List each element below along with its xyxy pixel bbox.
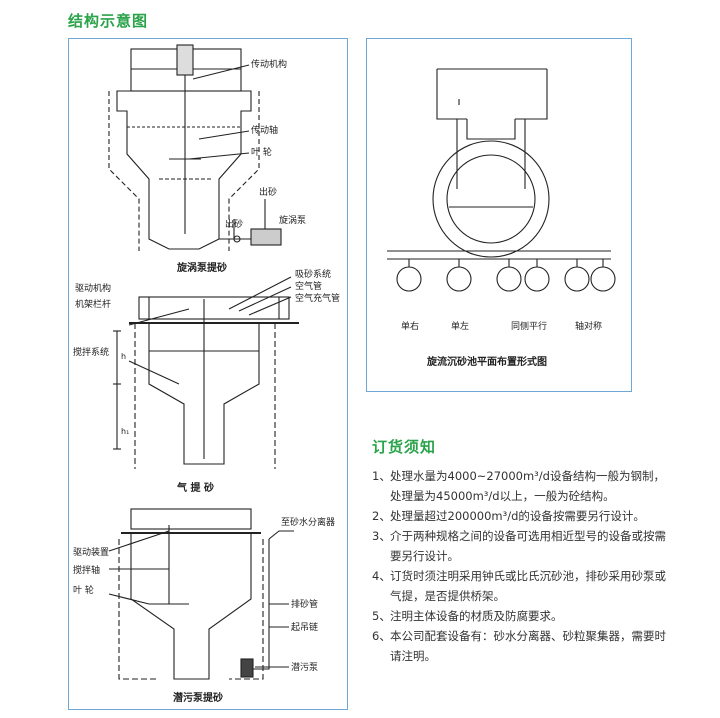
sub-pump-label: 潜污泵 xyxy=(291,661,318,673)
air-pipe-label: 空气管 xyxy=(295,280,322,292)
sub-caption: 潜污泵提砂 xyxy=(173,691,223,704)
air-railing-label: 机架栏杆 xyxy=(75,298,111,310)
ordering-note: 1、处理水量为4000~27000m³/d设备结构一般为钢制，处理量为45000… xyxy=(372,469,665,503)
vortex-caption: 旋涡泵提砂 xyxy=(176,261,227,274)
sub-separator-label: 至砂水分离器 xyxy=(281,516,335,528)
vortex-sand-out-top-label: 出砂 xyxy=(259,186,277,198)
vortex-pump-diagram xyxy=(108,44,282,251)
layout-single-right: 单右 xyxy=(401,320,419,332)
ordering-note: 5、注明主体设备的材质及防腐要求。 xyxy=(372,609,563,623)
air-charge-label: 空气充气管 xyxy=(295,292,340,304)
structure-diagrams: 传动机构 传动轴 叶 轮 出砂 出砂 旋涡泵 旋涡泵提砂 驱动机构 机架栏杆 吸… xyxy=(73,44,340,704)
layout-single-left: 单左 xyxy=(451,320,469,332)
layout-parallel: 同侧平行 xyxy=(511,320,547,332)
ordering-note: 2、处理量超过200000m³/d的设备按需要另行设计。 xyxy=(372,509,645,523)
vortex-shaft-label: 传动轴 xyxy=(251,124,278,136)
section-title: 结构示意图 xyxy=(68,12,149,30)
air-h-label: h xyxy=(121,352,126,361)
sub-stir-shaft-label: 搅拌轴 xyxy=(73,564,100,576)
ordering-note: 3、介于两种规格之间的设备可选用相近型号的设备或按需要另行设计。 xyxy=(372,529,666,563)
vortex-drive-label: 传动机构 xyxy=(251,58,287,70)
vortex-sand-out-label: 出砂 xyxy=(225,218,243,230)
vortex-impeller-label: 叶 轮 xyxy=(251,146,272,158)
layout-symmetric: 轴对称 xyxy=(575,320,602,332)
sub-impeller-label: 叶 轮 xyxy=(73,584,94,596)
layout-variants xyxy=(387,250,616,292)
ordering-note: 4、订货时须注明采用钟氏或比氏沉砂池，排砂采用砂泵或气提，是否提供桥架。 xyxy=(372,569,666,603)
air-drive-label: 驱动机构 xyxy=(75,282,111,294)
structure-diagram-panel: 传动机构 传动轴 叶 轮 出砂 出砂 旋涡泵 旋涡泵提砂 驱动机构 机架栏杆 吸… xyxy=(68,38,348,710)
plan-caption: 旋流沉砂池平面布置形式图 xyxy=(426,355,547,368)
sub-chain-label: 起吊链 xyxy=(291,621,318,633)
plan-layout-diagram: 单右 单左 同侧平行 轴对称 旋流沉砂池平面布置形式图 xyxy=(387,68,616,368)
vortex-pump-label: 旋涡泵 xyxy=(279,214,306,226)
air-suction-label: 吸砂系统 xyxy=(295,268,331,280)
air-lift-diagram xyxy=(113,276,299,469)
air-h1-label: h₁ xyxy=(121,427,129,436)
submersible-pump-diagram xyxy=(108,508,294,680)
plan-layout-panel: 单右 单左 同侧平行 轴对称 旋流沉砂池平面布置形式图 xyxy=(366,38,632,392)
sub-sand-pipe-label: 排砂管 xyxy=(291,598,318,610)
ordering-title: 订货须知 xyxy=(372,438,437,456)
ordering-notes: 1、处理水量为4000~27000m³/d设备结构一般为钢制，处理量为45000… xyxy=(372,466,672,666)
air-stir-label: 搅拌系统 xyxy=(73,346,109,358)
air-caption: 气 提 砂 xyxy=(176,481,214,494)
sub-drive-label: 驱动装置 xyxy=(73,546,109,558)
ordering-note: 6、本公司配套设备有：砂水分离器、砂粒聚集器，需要时请注明。 xyxy=(372,629,666,663)
